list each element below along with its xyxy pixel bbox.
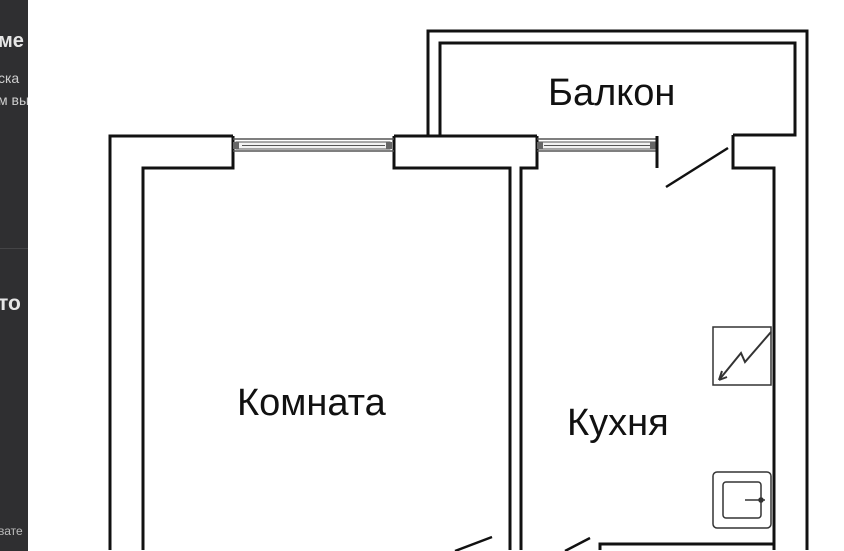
sink-icon [712, 471, 772, 529]
sidebar-text-fragment: м вы [0, 92, 28, 108]
inner-wall-mid [392, 136, 512, 550]
room-window [233, 138, 394, 152]
outer-wall-left [108, 134, 233, 550]
balcony-door [665, 146, 729, 189]
partition-left-side [519, 136, 539, 550]
room-door [454, 535, 493, 551]
room-label: Комната [237, 382, 387, 424]
floor-plan: Балкон Комната Кухня [108, 29, 809, 551]
stove-icon [712, 326, 772, 386]
kitchen-right-wall [731, 135, 776, 550]
balcony-label: Балкон [548, 72, 675, 114]
kitchen-window [537, 136, 659, 168]
left-sidebar-panel: ме ска м вы то вате [0, 0, 28, 551]
sidebar-text-fragment: вате [0, 524, 23, 538]
kitchen-door [564, 536, 591, 551]
sidebar-heading-fragment: то [0, 292, 21, 315]
inner-wall-left [141, 136, 235, 550]
balcony-inner-wall [438, 41, 797, 137]
sidebar-divider [0, 248, 28, 249]
sidebar-text-fragment: ска [0, 70, 20, 86]
bottom-wall-stub [598, 542, 774, 550]
kitchen-label: Кухня [567, 402, 669, 444]
balcony-outer-wall [426, 29, 809, 550]
sidebar-heading-fragment: ме [0, 30, 24, 52]
